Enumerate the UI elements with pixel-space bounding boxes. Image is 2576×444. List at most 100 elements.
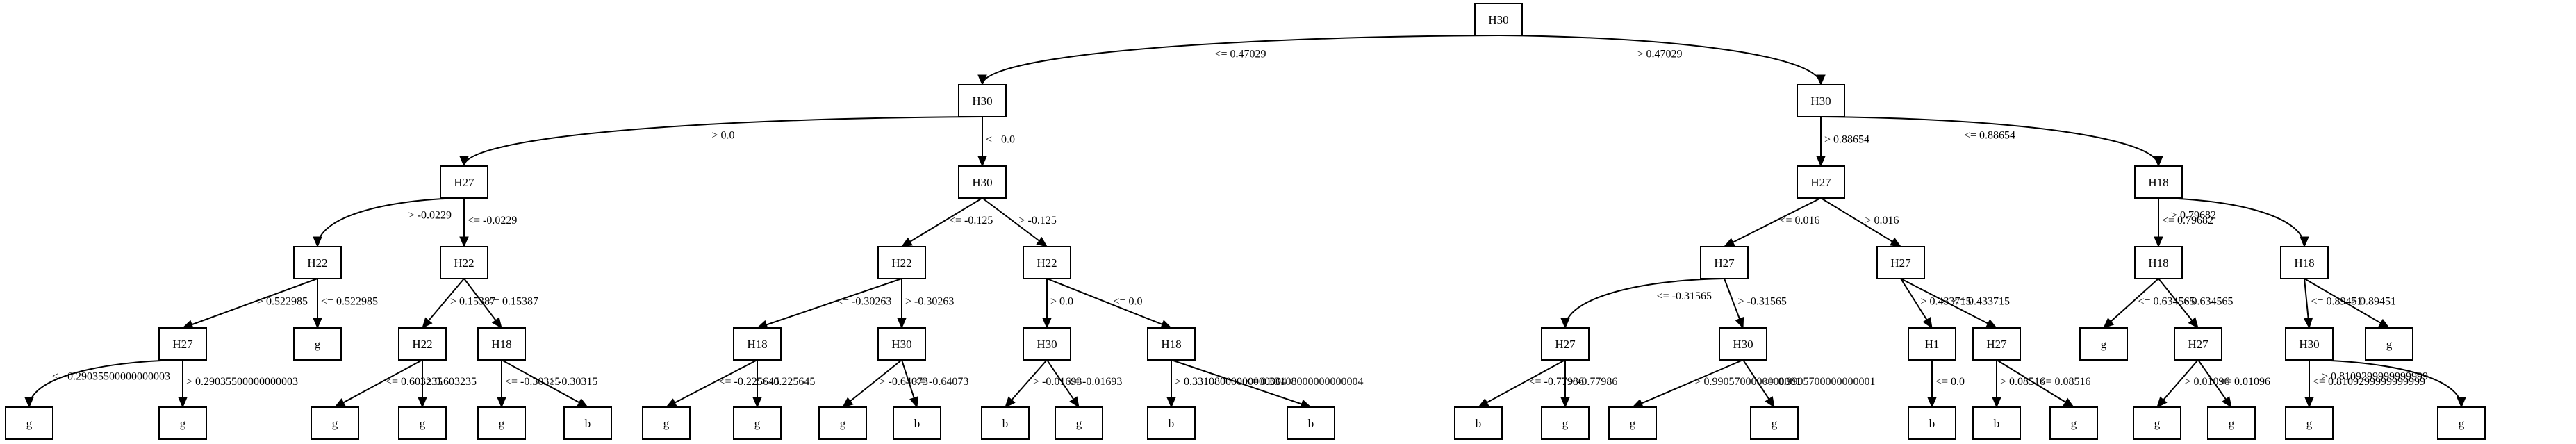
edge-label: <= 0.29035500000000003 bbox=[52, 371, 170, 383]
edge-arrowhead bbox=[2154, 156, 2163, 167]
split-node: H27 bbox=[1797, 165, 1845, 199]
tree-edge bbox=[1478, 359, 1566, 408]
node-label: g bbox=[2101, 338, 2107, 351]
leaf-node: b bbox=[1147, 406, 1196, 440]
node-label: H18 bbox=[2148, 176, 2168, 189]
node-box bbox=[877, 327, 926, 361]
node-label: H22 bbox=[891, 256, 911, 270]
edge-label: <= 0.33108000000000004 bbox=[1246, 376, 1364, 388]
edge-label: > -0.0229 bbox=[408, 209, 452, 221]
edge-arrowhead bbox=[2154, 236, 2163, 248]
node-box bbox=[733, 327, 782, 361]
node-box bbox=[1023, 327, 1071, 361]
leaf-node: g bbox=[2049, 406, 2098, 440]
split-node: H27 bbox=[1541, 327, 1590, 361]
node-label: H22 bbox=[307, 256, 327, 270]
edge-label: > -0.64073 bbox=[880, 376, 928, 388]
edge-arrowhead bbox=[1816, 74, 1826, 86]
tree-edge bbox=[666, 359, 758, 408]
edge-label: > 0.89451 bbox=[2351, 296, 2396, 308]
edge-arrowhead bbox=[977, 74, 987, 86]
edge-label: > 0.88654 bbox=[1824, 134, 1869, 146]
edge-arrowhead bbox=[418, 397, 427, 409]
edge-arrowhead bbox=[1890, 237, 1902, 247]
edge-arrowhead bbox=[842, 397, 854, 408]
node-box bbox=[2134, 165, 2183, 199]
node-box bbox=[1908, 406, 1956, 440]
tree-edge bbox=[2304, 278, 2390, 329]
edge-label: <= 0.0 bbox=[986, 134, 1015, 146]
node-label: b bbox=[1476, 417, 1482, 430]
node-box bbox=[1797, 84, 1845, 117]
leaf-node: b bbox=[1972, 406, 2021, 440]
node-label: g bbox=[1772, 417, 1778, 430]
node-box bbox=[2079, 327, 2128, 361]
node-label: g bbox=[2071, 417, 2077, 430]
leaf-node: g bbox=[642, 406, 691, 440]
edge-arrowhead bbox=[2300, 236, 2309, 248]
edge-label: > -0.30263 bbox=[905, 296, 954, 308]
tree-edge bbox=[501, 359, 588, 408]
edge-label: <= 0.79682 bbox=[2162, 215, 2213, 227]
tree-edge bbox=[2309, 359, 2462, 408]
node-label: b bbox=[1308, 417, 1314, 430]
node-box bbox=[1972, 327, 2021, 361]
node-box bbox=[1700, 246, 1749, 279]
tree-edge bbox=[317, 197, 465, 247]
tree-edge bbox=[2158, 278, 2199, 329]
edge-arrowhead bbox=[1985, 319, 1998, 329]
edge-label: > 0.33108000000000004 bbox=[1175, 376, 1287, 388]
edge-arrowhead bbox=[2457, 397, 2466, 409]
edge-label: > -0.31565 bbox=[1738, 296, 1787, 308]
edge-label: > -0.125 bbox=[1019, 215, 1057, 227]
node-box bbox=[642, 406, 691, 440]
node-box bbox=[1876, 246, 1925, 279]
leaf-node: g bbox=[733, 406, 782, 440]
leaf-node: g bbox=[2365, 327, 2413, 361]
edge-arrowhead bbox=[665, 398, 677, 408]
split-node: H30 bbox=[1797, 84, 1845, 117]
edge-label: <= 0.603235 bbox=[386, 376, 443, 388]
leaf-node: g bbox=[293, 327, 342, 361]
edge-label: <= 0.522985 bbox=[321, 296, 378, 308]
node-box bbox=[1908, 327, 1956, 361]
node-box bbox=[1474, 3, 1523, 36]
node-box bbox=[2134, 246, 2183, 279]
edge-label: > 0.01096 bbox=[2185, 376, 2230, 388]
node-label: g bbox=[315, 338, 321, 351]
node-box bbox=[1147, 327, 1196, 361]
tree-edge bbox=[982, 197, 1048, 247]
split-node: H30 bbox=[2285, 327, 2334, 361]
node-label: H30 bbox=[1810, 94, 1831, 108]
leaf-node: g bbox=[311, 406, 359, 440]
node-box bbox=[1797, 165, 1845, 199]
edge-arrowhead bbox=[1735, 317, 1744, 329]
node-label: H18 bbox=[2294, 256, 2314, 270]
tree-edge bbox=[1171, 359, 1312, 408]
tree-edge bbox=[1724, 197, 1822, 247]
tree-edge bbox=[1820, 197, 1901, 247]
edge-arrowhead bbox=[2156, 396, 2168, 408]
edge-label: <= 0.08516 bbox=[2040, 376, 2091, 388]
node-box bbox=[1454, 406, 1503, 440]
leaf-node: g bbox=[158, 406, 207, 440]
node-label: H18 bbox=[491, 338, 511, 351]
edge-label: <= 0.016 bbox=[1780, 215, 1820, 227]
node-label: g bbox=[26, 417, 33, 430]
split-node: H30 bbox=[877, 327, 926, 361]
tree-edge bbox=[422, 278, 465, 329]
edge-arrowhead bbox=[1927, 397, 1937, 409]
split-node: H22 bbox=[440, 246, 488, 279]
node-label: H30 bbox=[1733, 338, 1753, 351]
edge-label: <= 0.88654 bbox=[1964, 130, 2015, 142]
edge-arrowhead bbox=[1922, 317, 1933, 329]
node-box bbox=[311, 406, 359, 440]
node-box bbox=[1972, 406, 2021, 440]
edge-arrowhead bbox=[459, 236, 469, 248]
tree-edge bbox=[182, 278, 318, 329]
edge-label: > 0.016 bbox=[1865, 215, 1899, 227]
node-label: g bbox=[2229, 417, 2235, 430]
edge-arrowhead bbox=[1069, 396, 1080, 409]
split-node: H18 bbox=[2280, 246, 2329, 279]
